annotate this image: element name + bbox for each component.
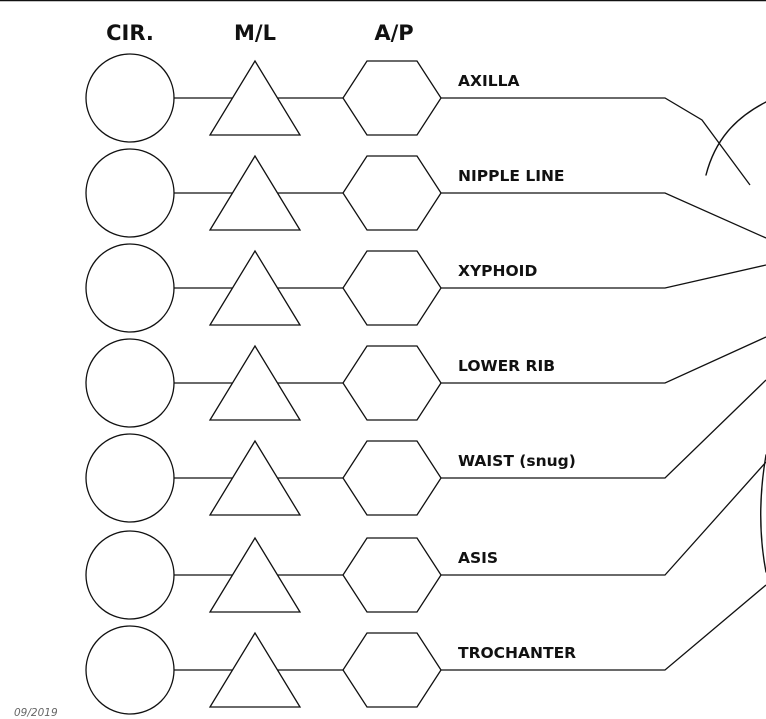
measurement-row: TROCHANTER [85,584,766,715]
header-medial-lateral: M/L [234,21,276,45]
medial-lateral-triangle-field [208,536,302,613]
anterior-posterior-hexagon-field [342,60,442,136]
circumference-circle-field [85,338,175,428]
body-sketch-curve-side [760,454,766,573]
circumference-circle-field [85,243,175,333]
landmark-label: AXILLA [458,72,519,90]
label-leader-line [441,461,766,576]
label-leader-line [441,264,766,289]
landmark-label: TROCHANTER [458,644,576,662]
label-leader-line [441,336,766,384]
landmark-label: NIPPLE LINE [458,167,565,185]
medial-lateral-triangle-field [208,249,302,326]
medial-lateral-triangle-field [208,439,302,516]
header-anterior-posterior: A/P [374,21,413,45]
measurement-row: LOWER RIB [85,336,766,428]
anterior-posterior-hexagon-field [342,632,442,708]
header-circumference: CIR. [106,21,154,45]
measurement-rows: AXILLA NIPPLE LINE XYPHOID LOWER RIB WAIST (… [85,53,766,715]
measurement-row: XYPHOID [85,243,766,333]
measurement-row: WAIST (snug) [85,379,766,523]
landmark-label: WAIST (snug) [458,452,576,470]
label-leader-line [441,584,766,671]
measurement-row: ASIS [85,461,766,620]
label-leader-line [441,97,751,186]
medial-lateral-triangle-field [208,631,302,708]
circumference-circle-field [85,433,175,523]
anterior-posterior-hexagon-field [342,440,442,516]
circumference-circle-field [85,625,175,715]
measurement-row: AXILLA [85,53,751,186]
circumference-circle-field [85,53,175,143]
anterior-posterior-hexagon-field [342,537,442,613]
label-leader-line [441,379,766,479]
label-leader-line [441,192,766,239]
medial-lateral-triangle-field [208,344,302,421]
landmark-label: XYPHOID [458,262,537,280]
anterior-posterior-hexagon-field [342,250,442,326]
medial-lateral-triangle-field [208,154,302,231]
anterior-posterior-hexagon-field [342,155,442,231]
circumference-circle-field [85,530,175,620]
landmark-label: LOWER RIB [458,357,555,375]
anterior-posterior-hexagon-field [342,345,442,421]
medial-lateral-triangle-field [208,59,302,136]
measurement-row: NIPPLE LINE [85,148,766,239]
circumference-circle-field [85,148,175,238]
body-sketch-curve-top [705,101,766,176]
landmark-label: ASIS [458,549,498,567]
footer-date: 09/2019 [14,707,58,719]
